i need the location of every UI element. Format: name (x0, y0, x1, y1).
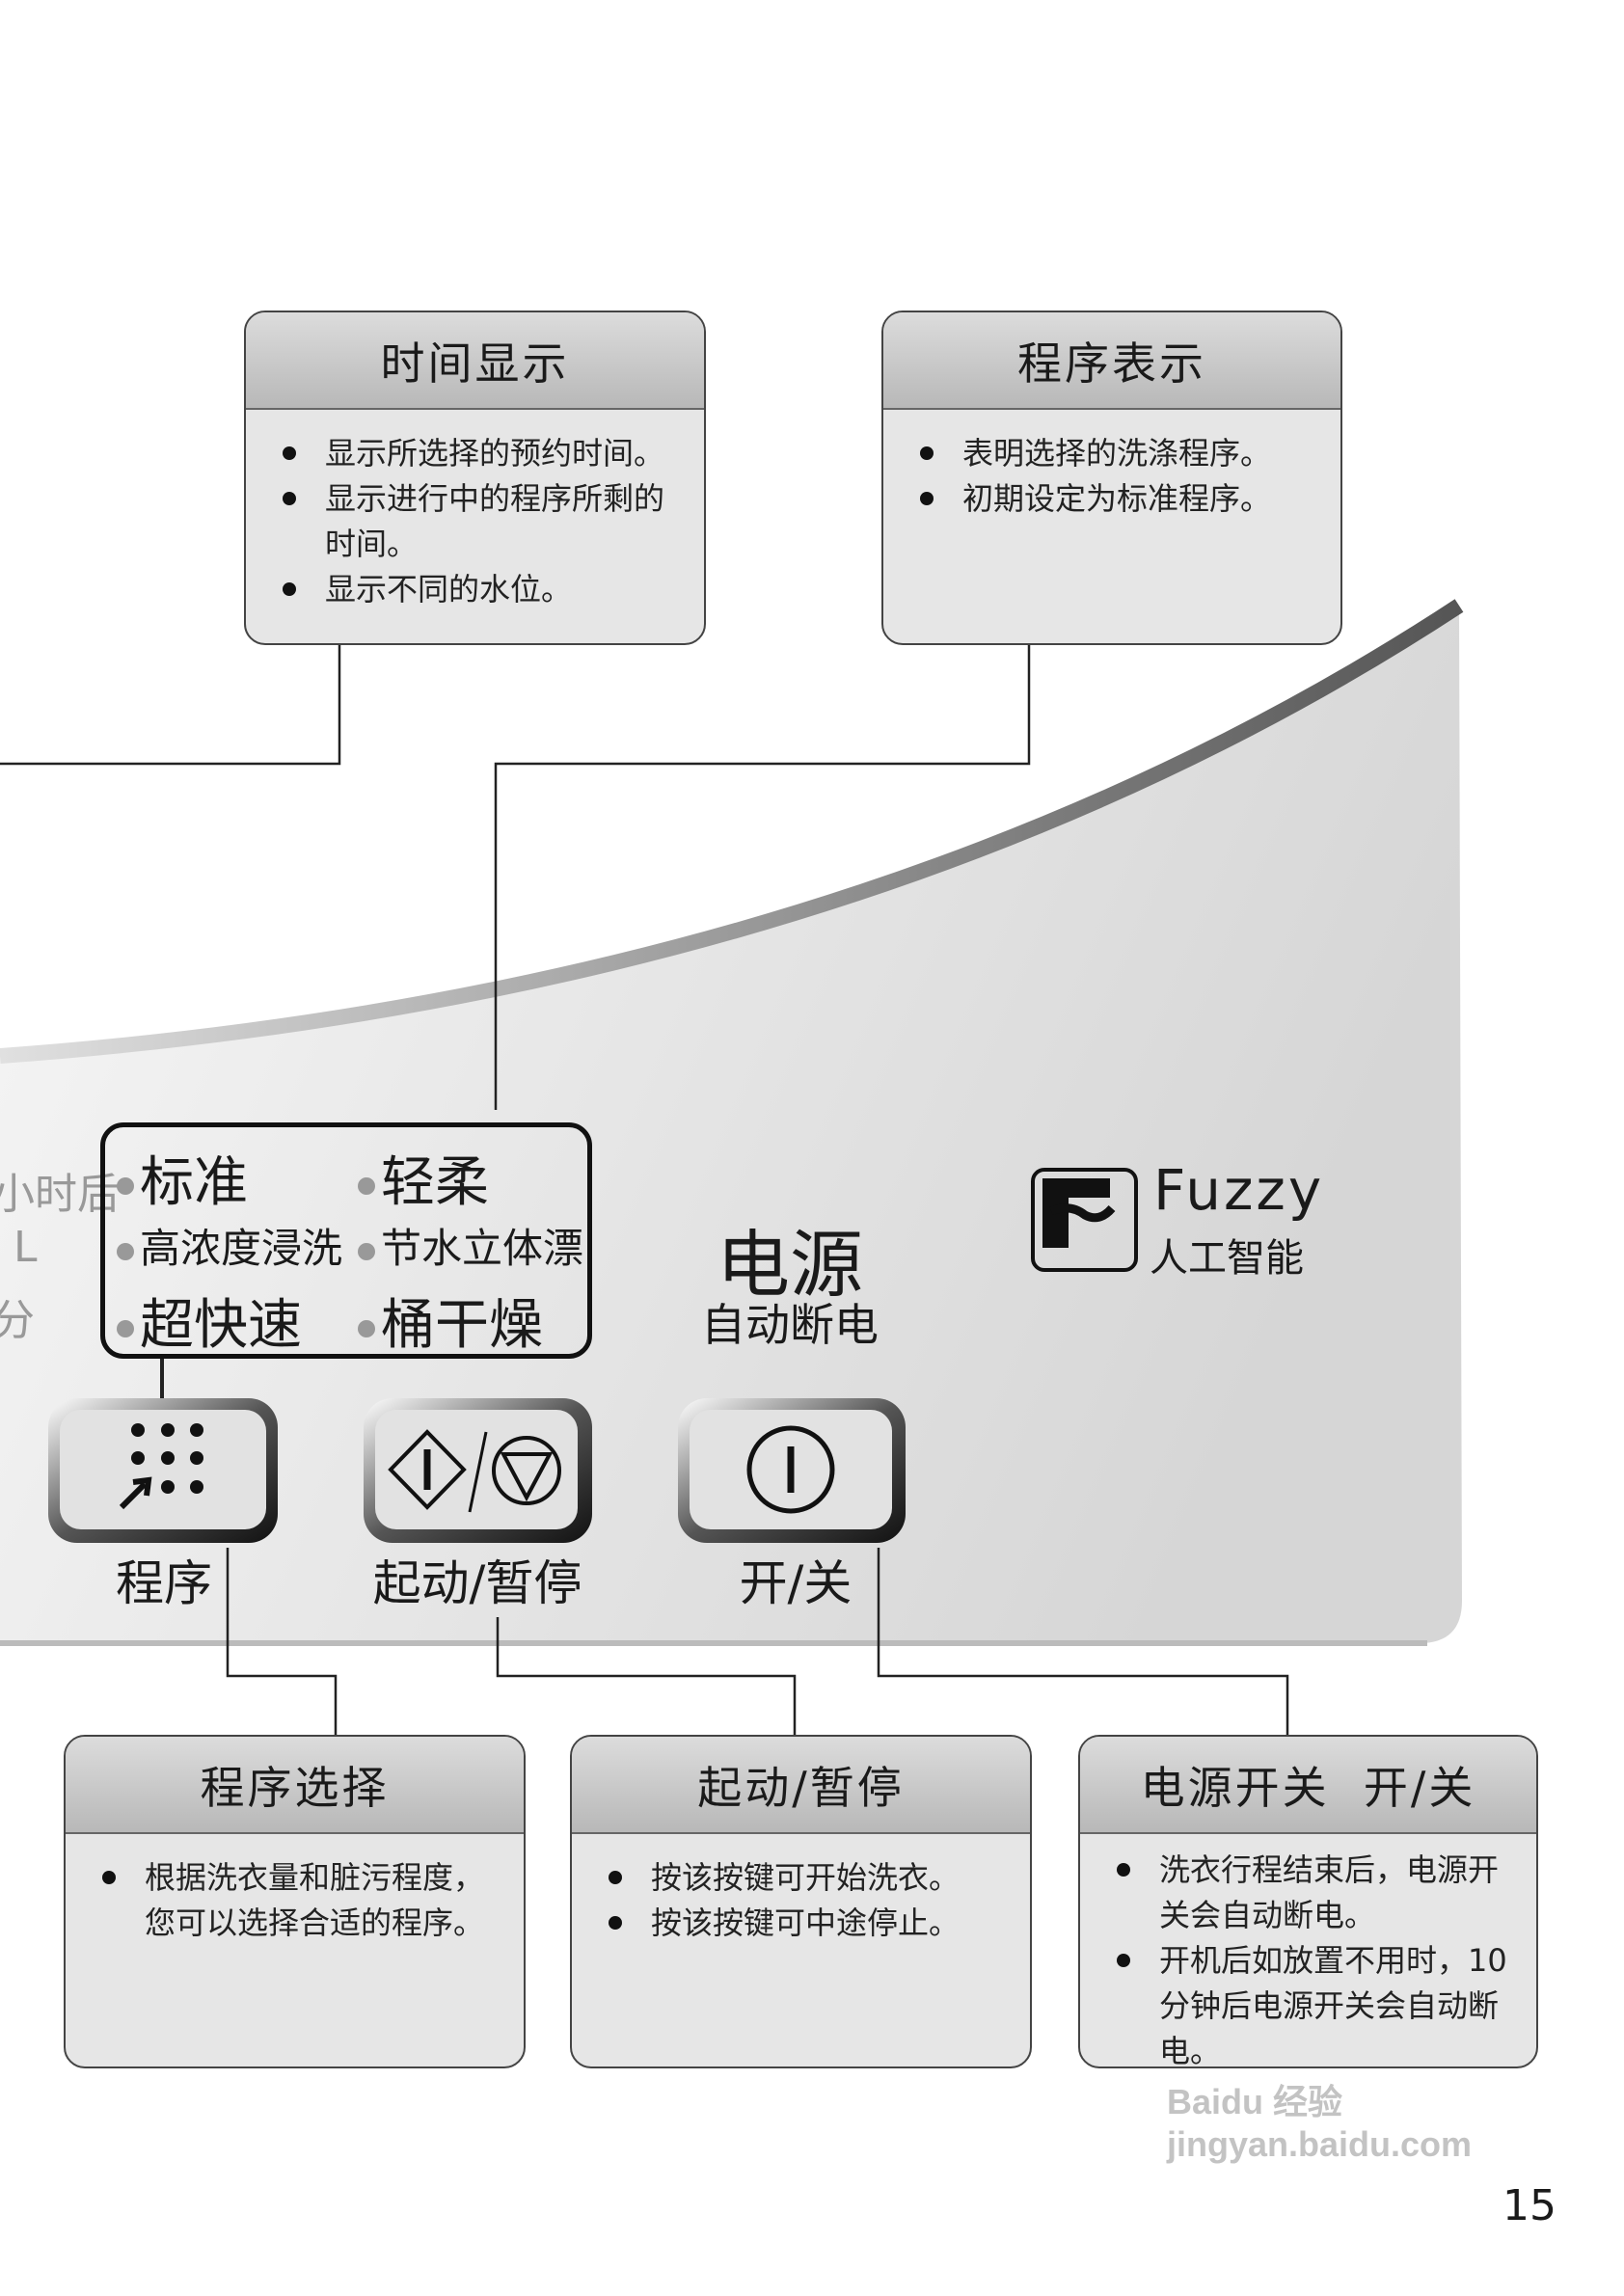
program-item: 超快速 (117, 1282, 302, 1360)
watermark: Baidu 经验 jingyan.baidu.com (1167, 2082, 1473, 2164)
indicator-dot-icon (358, 1176, 375, 1195)
panel-body (0, 606, 1462, 1643)
fuzzy-subtitle: 人工智能 (1150, 1236, 1304, 1281)
card-power-switch: 电源开关 开/关 洗衣行程结束后，电源开关会自动断电。开机后如放置不用时，10分… (1078, 1735, 1538, 2068)
program-item: 轻柔 (358, 1139, 489, 1217)
program-indicator-box: 标准 轻柔 高浓度浸洗 节水立体漂 超快速 桶干燥 (100, 1122, 592, 1359)
list-item: 显示不同的水位。 (283, 567, 685, 612)
power-icon (746, 1425, 835, 1514)
power-title: 电源 (717, 1222, 863, 1308)
button-start-pause[interactable] (364, 1398, 592, 1543)
button-label: 开/关 (739, 1555, 853, 1611)
card-time-display: 时间显示 显示所选择的预约时间。显示进行中的程序所剩的时间。显示不同的水位。 (244, 311, 706, 645)
indicator-dot-icon (117, 1242, 134, 1260)
side-text: 分 (0, 1296, 35, 1345)
button-program[interactable] (48, 1398, 278, 1543)
side-text: L (14, 1223, 38, 1272)
card-title: 电源开关 开/关 (1080, 1737, 1536, 1834)
program-dots-icon (119, 1423, 203, 1510)
indicator-dot-icon (358, 1242, 375, 1260)
power-subtitle: 自动断电 (701, 1299, 879, 1351)
list-item: 洗衣行程结束后，电源开关会自动断电。 (1117, 1848, 1517, 1938)
program-item: 高浓度浸洗 (117, 1216, 342, 1275)
list-item: 按该按键可中途停止。 (609, 1901, 1011, 1946)
list-item: 表明选择的洗涤程序。 (920, 431, 1321, 476)
indicator-dot-icon (117, 1176, 134, 1195)
card-title: 起动/暂停 (572, 1737, 1030, 1834)
card-program-display: 程序表示 表明选择的洗涤程序。初期设定为标准程序。 (881, 311, 1342, 645)
card-program-select: 程序选择 根据洗衣量和脏污程度，您可以选择合适的程序。 (64, 1735, 526, 2068)
card-title: 时间显示 (246, 312, 704, 410)
program-item: 节水立体漂 (358, 1216, 583, 1275)
card-start-pause: 起动/暂停 按该按键可开始洗衣。按该按键可中途停止。 (570, 1735, 1032, 2068)
list-item: 初期设定为标准程序。 (920, 476, 1321, 522)
list-item: 显示所选择的预约时间。 (283, 431, 685, 476)
connector-lines (0, 645, 1289, 1735)
list-item: 开机后如放置不用时，10分钟后电源开关会自动断电。 (1117, 1938, 1517, 2066)
button-label: 起动/暂停 (372, 1555, 582, 1611)
side-text: 小时后 (0, 1170, 120, 1219)
list-item: 显示进行中的程序所剩的时间。 (283, 476, 685, 567)
panel-edge (0, 599, 1464, 1064)
button-power[interactable] (678, 1398, 906, 1543)
fuzzy-f-icon (1031, 1168, 1138, 1272)
list-item: 按该按键可开始洗衣。 (609, 1855, 1011, 1901)
program-item: 桶干燥 (358, 1282, 543, 1360)
fuzzy-title: Fuzzy (1153, 1157, 1325, 1223)
indicator-dot-icon (358, 1319, 375, 1337)
list-item: 根据洗衣量和脏污程度，您可以选择合适的程序。 (102, 1855, 504, 1946)
indicator-dot-icon (117, 1319, 134, 1337)
start-pause-icon (388, 1429, 561, 1513)
button-label: 程序 (116, 1555, 212, 1611)
program-item: 标准 (117, 1139, 248, 1217)
card-title: 程序选择 (66, 1737, 524, 1834)
page-number: 15 (1502, 2181, 1556, 2230)
card-title: 程序表示 (883, 312, 1340, 410)
